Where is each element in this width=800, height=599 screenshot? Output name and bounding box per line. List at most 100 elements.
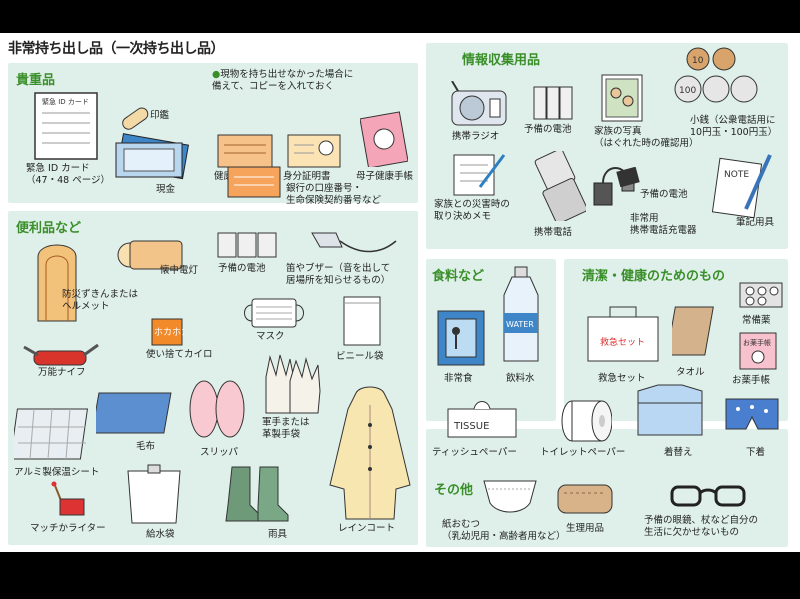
- underwear-icon: [722, 395, 782, 435]
- label-first-aid: 救急セット: [598, 373, 646, 384]
- mask-icon: [242, 295, 306, 331]
- water-label-text: WATER: [506, 320, 534, 329]
- label-medicine: 常備薬: [742, 315, 771, 326]
- label-photo-1: 家族の写真: [594, 126, 642, 137]
- warmer-text: ホカホカ: [154, 327, 184, 338]
- id-card-icon: 緊急 ID カード: [32, 91, 100, 161]
- spare-battery-2-icon: [216, 229, 278, 259]
- label-glasses: 予備の眼鏡、杖など自分の生活に欠かせないもの: [644, 515, 758, 539]
- heading-hygiene: 清潔・健康のためのもの: [582, 269, 726, 284]
- flashlight-icon: [116, 229, 188, 277]
- label-coins-2: 10円玉・100円玉）: [690, 127, 778, 138]
- glasses-icon: [668, 481, 748, 509]
- label-seal: 印鑑: [150, 110, 170, 121]
- label-memo: 家族との災害時の取り決めメモ: [434, 199, 510, 223]
- heading-convenience: 便利品など: [16, 221, 82, 236]
- hood-icon: [24, 237, 90, 323]
- emergency-food-icon: [436, 309, 486, 367]
- medicine-icon: [738, 281, 784, 309]
- label-radio: 携帯ラジオ: [452, 131, 500, 142]
- label-towel: タオル: [676, 367, 705, 378]
- alu-sheet-icon: [14, 405, 94, 465]
- first-aid-icon: 救急セット: [586, 303, 660, 363]
- matches-icon: [44, 481, 88, 519]
- maternal-notebook-icon: [360, 111, 408, 167]
- label-toilet: トイレットペーパー: [540, 447, 626, 458]
- label-id-card: 緊急 ID カード（47・48 ページ）: [26, 163, 110, 187]
- note-line-1: 現物を持ち出せなかった場合に: [220, 69, 354, 80]
- heading-valuables: 貴重品: [16, 73, 56, 88]
- toilet-paper-icon: [560, 399, 612, 443]
- label-vinyl: ビニール袋: [336, 351, 384, 362]
- phone-icon: [530, 151, 586, 221]
- boots-icon: [222, 463, 294, 525]
- heading-food: 食料など: [432, 269, 485, 284]
- gloves-icon: [260, 351, 326, 415]
- label-blanket: 毛布: [136, 441, 156, 452]
- label-boots: 雨具: [268, 529, 288, 540]
- label-bank-2: 生命保険契約番号など: [286, 195, 382, 206]
- label-battery2: 予備の電池: [640, 189, 688, 200]
- family-photo-icon: [600, 73, 644, 123]
- id-proof-icon: [286, 133, 342, 169]
- raincoat-icon: [326, 385, 414, 521]
- label-diaper-1: 紙おむつ: [442, 519, 481, 530]
- page-title: 非常持ち出し品（一次持ち出し品）: [8, 41, 225, 57]
- label-diaper: 紙おむつ（乳幼児用・高齢者用など）: [442, 519, 566, 543]
- label-change: 着替え: [664, 447, 693, 458]
- label-coins-1: 小銭（公衆電話用に: [690, 115, 776, 126]
- memo-icon: [450, 151, 506, 197]
- label-id-card-2: （47・48 ページ）: [26, 175, 111, 186]
- change-clothes-icon: [634, 383, 706, 437]
- slippers-icon: [186, 377, 248, 441]
- med-notebook-icon: お薬手帳: [738, 331, 778, 371]
- label-bank: 銀行の口座番号・生命保険契約番号など: [286, 183, 381, 207]
- label-tissue: ティッシュペーパー: [432, 447, 517, 458]
- label-maternal: 母子健康手帳: [356, 171, 414, 182]
- label-memo-2: 取り決めメモ: [434, 211, 492, 222]
- label-battery: 予備の電池: [524, 124, 572, 135]
- charger-icon: [588, 153, 638, 213]
- card-text: 緊急 ID カード: [42, 97, 89, 106]
- label-gloves-1: 軍手または: [262, 417, 310, 428]
- label-sanitary: 生理用品: [566, 523, 605, 534]
- label-battery-conv: 予備の電池: [218, 263, 266, 274]
- label-emergency-food: 非常食: [444, 373, 473, 384]
- label-cash: 現金: [156, 184, 176, 195]
- label-gloves: 軍手または革製手袋: [262, 417, 310, 441]
- diaper-icon: [480, 477, 540, 517]
- label-memo-1: 家族との災害時の: [434, 199, 510, 210]
- sheet: 非常持ち出し品（一次持ち出し品） 貴重品 ●現物を持ち出せなかった場合に 備えて…: [0, 33, 800, 552]
- label-hood-2: ヘルメット: [62, 301, 110, 312]
- label-charger-1: 非常用: [630, 213, 659, 224]
- label-raincoat: レインコート: [338, 523, 396, 534]
- label-id-card-1: 緊急 ID カード: [26, 163, 90, 174]
- insurance-card-icon: [216, 133, 274, 169]
- spare-battery-icon: [616, 167, 640, 187]
- sanitary-icon: [556, 481, 614, 515]
- med-notebook-text: お薬手帳: [743, 338, 771, 347]
- towel-icon: [672, 303, 718, 359]
- label-whistle: 笛やブザー（音を出して居場所を知らせるもの）: [286, 263, 390, 287]
- label-slippers: スリッパ: [200, 447, 239, 458]
- label-bank-1: 銀行の口座番号・: [286, 183, 363, 194]
- bank-doc-icon: [226, 165, 282, 199]
- whistle-icon: [306, 223, 400, 263]
- label-glasses-2: 生活に欠かせないもの: [644, 527, 740, 538]
- label-photo-2: （はぐれた時の確認用）: [594, 138, 699, 149]
- label-underwear: 下着: [746, 447, 766, 458]
- label-gloves-2: 革製手袋: [262, 429, 301, 440]
- label-flashlight: 懐中電灯: [160, 265, 199, 276]
- label-alu-sheet: アルミ製保温シート: [14, 467, 100, 478]
- water-bottle-icon: WATER: [498, 265, 544, 365]
- cash-icon: [112, 133, 190, 183]
- notebook-pen-icon: NOTE: [712, 153, 774, 219]
- coin-100-text: 100: [679, 86, 696, 96]
- label-hood: 防災ずきんまたはヘルメット: [62, 289, 138, 313]
- label-whistle-1: 笛やブザー（音を出して: [286, 263, 391, 274]
- tissue-text: TISSUE: [453, 421, 489, 432]
- water-bag-icon: [122, 463, 186, 527]
- label-med-notebook: お薬手帳: [732, 375, 771, 386]
